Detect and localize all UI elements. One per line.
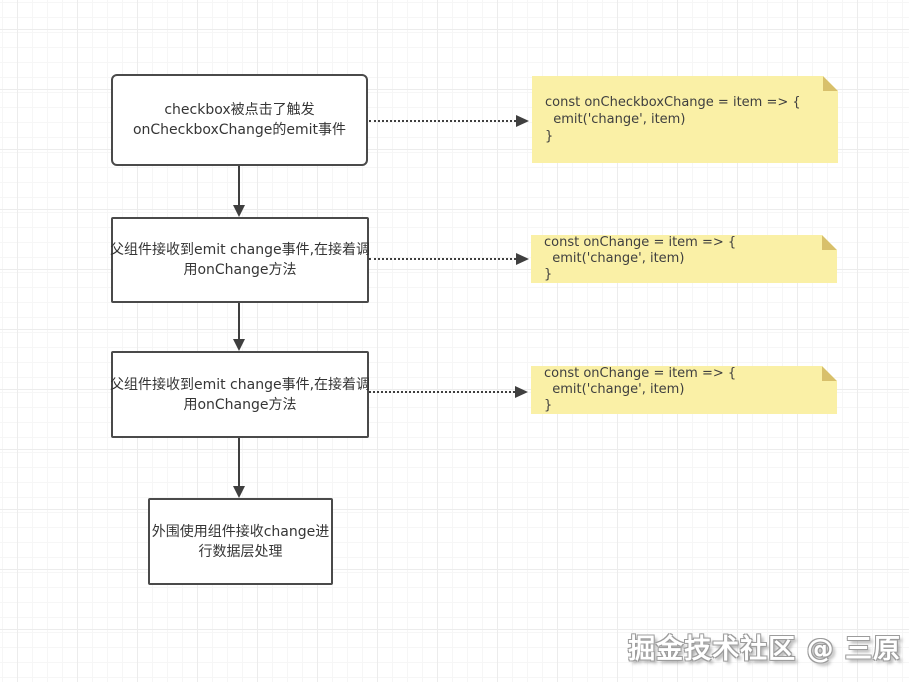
flow-box-text-line: 外围使用组件接收change进 bbox=[151, 523, 330, 540]
code-line: } bbox=[544, 267, 553, 282]
arrowhead-right-icon bbox=[516, 253, 529, 265]
note-fold-corner-icon bbox=[823, 76, 838, 91]
arrowhead-down-icon bbox=[233, 205, 245, 217]
flow-box-text-line: 用onChange方法 bbox=[183, 262, 297, 278]
flow-box-text-line: 父组件接收到emit change事件,在接着调 bbox=[109, 242, 371, 258]
dotted-connector-box3-note3 bbox=[369, 385, 528, 399]
code-line: emit('change', item) bbox=[544, 382, 685, 397]
flow-box-text-line: checkbox被点击了触发 bbox=[164, 102, 315, 118]
dotted-connector-box1-note1 bbox=[369, 114, 529, 128]
connector-line bbox=[238, 303, 240, 341]
sticky-note-oncheckboxchange-code: const onCheckboxChange = item => { emit(… bbox=[532, 76, 838, 163]
code-line: const onCheckboxChange = item => { bbox=[545, 95, 801, 110]
connector-arrow-box2-box3 bbox=[233, 303, 245, 351]
flow-box-text-line: 用onChange方法 bbox=[183, 396, 297, 413]
flow-box-outer-data-layer: 外围使用组件接收change进 行数据层处理 bbox=[148, 498, 333, 585]
sticky-note-onchange-code-2: const onChange = item => { emit('change'… bbox=[531, 366, 837, 414]
dotted-connector-line bbox=[369, 391, 519, 393]
dotted-connector-line bbox=[369, 258, 520, 260]
code-line: emit('change', item) bbox=[545, 112, 686, 127]
connector-arrow-box1-box2 bbox=[233, 166, 245, 217]
code-line: } bbox=[544, 398, 553, 413]
note-fold-corner-icon bbox=[822, 235, 837, 250]
arrowhead-right-icon bbox=[516, 115, 529, 127]
connector-line bbox=[238, 166, 240, 207]
arrowhead-down-icon bbox=[233, 486, 245, 498]
sticky-note-onchange-code-1: const onChange = item => { emit('change'… bbox=[531, 235, 837, 283]
code-line: const onChange = item => { bbox=[544, 366, 737, 381]
flow-box-text-line: onCheckboxChange的emit事件 bbox=[132, 122, 347, 138]
code-line: const onChange = item => { bbox=[544, 235, 737, 250]
code-line: } bbox=[545, 129, 554, 144]
flow-box-text-line: 父组件接收到emit change事件,在接着调 bbox=[109, 376, 371, 393]
dotted-connector-box2-note2 bbox=[369, 252, 529, 266]
connector-arrow-box3-box4 bbox=[233, 438, 245, 498]
code-line: emit('change', item) bbox=[544, 251, 685, 266]
arrowhead-right-icon bbox=[515, 386, 528, 398]
connector-line bbox=[238, 438, 240, 488]
flow-box-parent-onchange-2: 父组件接收到emit change事件,在接着调 用onChange方法 bbox=[109, 351, 371, 438]
dotted-connector-line bbox=[369, 120, 520, 122]
watermark-text: 掘金技术社区 @ 三原 bbox=[628, 634, 901, 665]
flow-box-parent-onchange-1: 父组件接收到emit change事件,在接着调 用onChange方法 bbox=[109, 217, 371, 303]
flow-box-text-line: 行数据层处理 bbox=[198, 543, 283, 560]
flow-box-checkbox-emit: checkbox被点击了触发 onCheckboxChange的emit事件 bbox=[111, 74, 368, 166]
arrowhead-down-icon bbox=[233, 339, 245, 351]
note-fold-corner-icon bbox=[822, 366, 837, 381]
